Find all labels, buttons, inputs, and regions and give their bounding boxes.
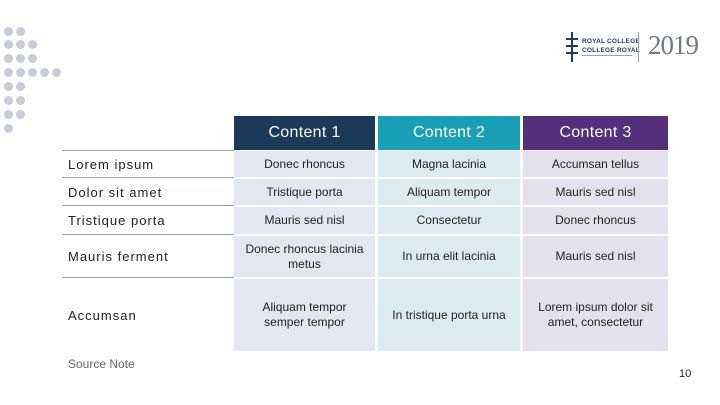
table-row: Mauris ferment Donec rhoncus lacinia met… — [62, 236, 668, 277]
table-cell: Donec rhoncus — [523, 207, 668, 234]
row-label: Accumsan — [68, 307, 137, 323]
table-cell: Tristique porta — [234, 179, 375, 205]
row-label: Dolor sit amet — [68, 184, 163, 200]
source-note: Source Note — [68, 357, 135, 371]
table-cell: In tristique porta urna — [378, 279, 520, 351]
table-cell: Aliquam tempor — [378, 179, 520, 205]
table-cell: Mauris sed nisl — [523, 179, 668, 205]
table-cell: Magna lacinia — [378, 151, 520, 177]
table-cell: Donec rhoncus — [234, 151, 375, 177]
row-label: Mauris ferment — [68, 249, 169, 264]
row-divider — [62, 177, 234, 178]
table-row: Accumsan Aliquam tempor semper tempor In… — [62, 279, 668, 351]
column-header-content-1: Content 1 — [234, 116, 375, 150]
logo-year: 2019 — [648, 30, 699, 60]
table-cell: Consectetur — [378, 207, 520, 234]
crest-icon — [566, 32, 578, 62]
page-number: 10 — [679, 368, 692, 380]
table-cell: Mauris sed nisl — [234, 207, 375, 234]
row-divider — [62, 150, 234, 151]
logo-divider — [638, 32, 639, 62]
logo-org-name-french: COLLEGE ROYAL — [582, 47, 640, 54]
table-row: Lorem ipsum Donec rhoncus Magna lacinia … — [62, 151, 668, 177]
table-cell: Accumsan tellus — [523, 151, 668, 177]
column-header-content-2: Content 2 — [378, 116, 520, 150]
table-cell: Aliquam tempor semper tempor — [234, 279, 375, 351]
table-cell: Lorem ipsum dolor sit amet, consectetur — [523, 279, 668, 351]
row-divider — [62, 234, 234, 235]
logo-underline — [582, 55, 632, 56]
logo-org-name: ROYAL COLLEGE — [582, 38, 640, 45]
table-row: Dolor sit amet Tristique porta Aliquam t… — [62, 179, 668, 205]
row-divider — [62, 277, 234, 278]
table-cell: Mauris sed nisl — [523, 236, 668, 277]
decorative-dot-pattern — [0, 0, 70, 140]
row-divider — [62, 205, 234, 206]
royal-college-logo: ROYAL COLLEGE COLLEGE ROYAL 2019 — [566, 30, 701, 66]
table-cell: In urna elit lacinia — [378, 236, 520, 277]
table-row: Tristique porta Mauris sed nisl Consecte… — [62, 207, 668, 234]
row-label: Tristique porta — [68, 213, 166, 228]
table-cell: Donec rhoncus lacinia metus — [234, 236, 375, 277]
column-header-content-3: Content 3 — [523, 116, 668, 150]
row-label: Lorem ipsum — [68, 156, 155, 172]
